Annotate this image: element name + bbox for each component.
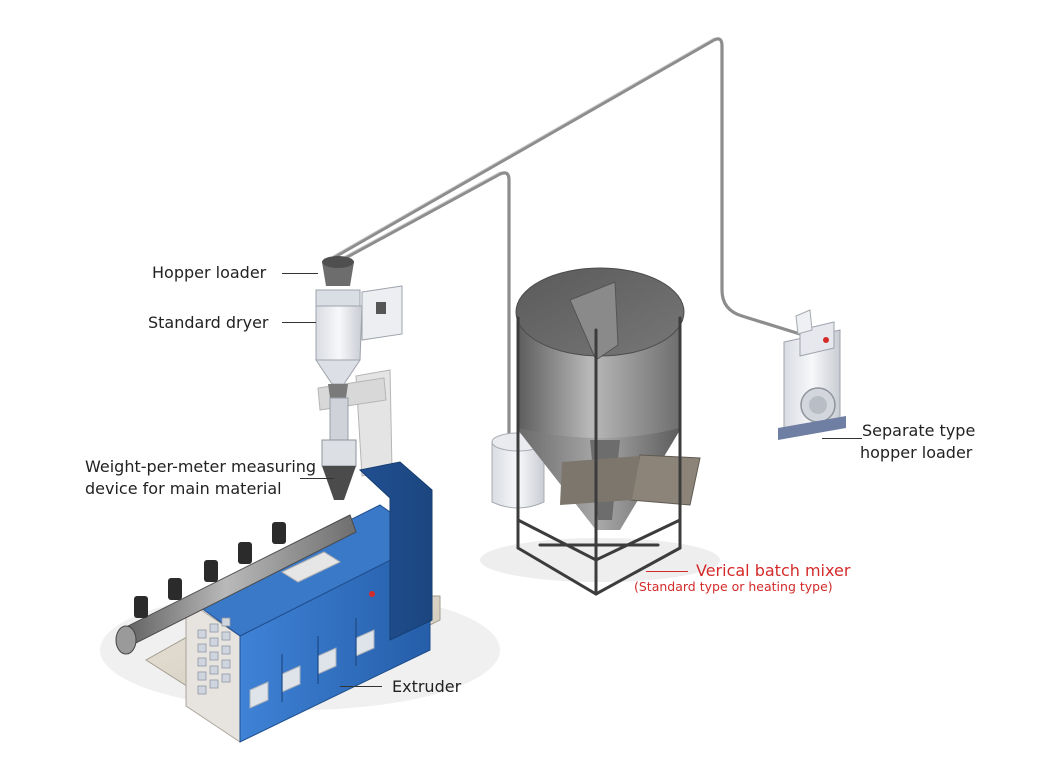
leader-hopper-loader xyxy=(282,273,318,274)
label-standard-dryer: Standard dryer xyxy=(148,313,269,332)
weight-per-meter-device xyxy=(321,397,357,500)
leader-extruder xyxy=(340,686,382,687)
leader-separate-loader xyxy=(822,438,862,439)
leader-weight-per-meter xyxy=(300,478,334,479)
separate-hopper-loader xyxy=(778,309,846,440)
label-weight-per-meter-line2: device for main material xyxy=(85,479,282,498)
label-separate-loader-line2: hopper loader xyxy=(860,443,973,462)
label-extruder: Extruder xyxy=(392,677,462,696)
hopper-loader-and-dryer xyxy=(315,256,403,398)
pipe-to-separate-loader xyxy=(331,37,802,336)
label-hopper-loader: Hopper loader xyxy=(152,263,267,282)
leader-mixer xyxy=(646,571,688,572)
label-weight-per-meter-line1: Weight-per-meter measuring xyxy=(85,457,317,476)
label-separate-loader-line1: Separate type xyxy=(862,421,976,440)
extruder xyxy=(115,461,441,743)
leader-standard-dryer xyxy=(282,322,316,323)
pipe-to-mixer xyxy=(336,171,511,457)
batch-mixer xyxy=(515,267,701,596)
label-mixer-title: Verical batch mixer xyxy=(696,561,851,580)
label-mixer-subtitle: (Standard type or heating type) xyxy=(634,579,833,594)
conveying-pipes xyxy=(331,37,802,457)
